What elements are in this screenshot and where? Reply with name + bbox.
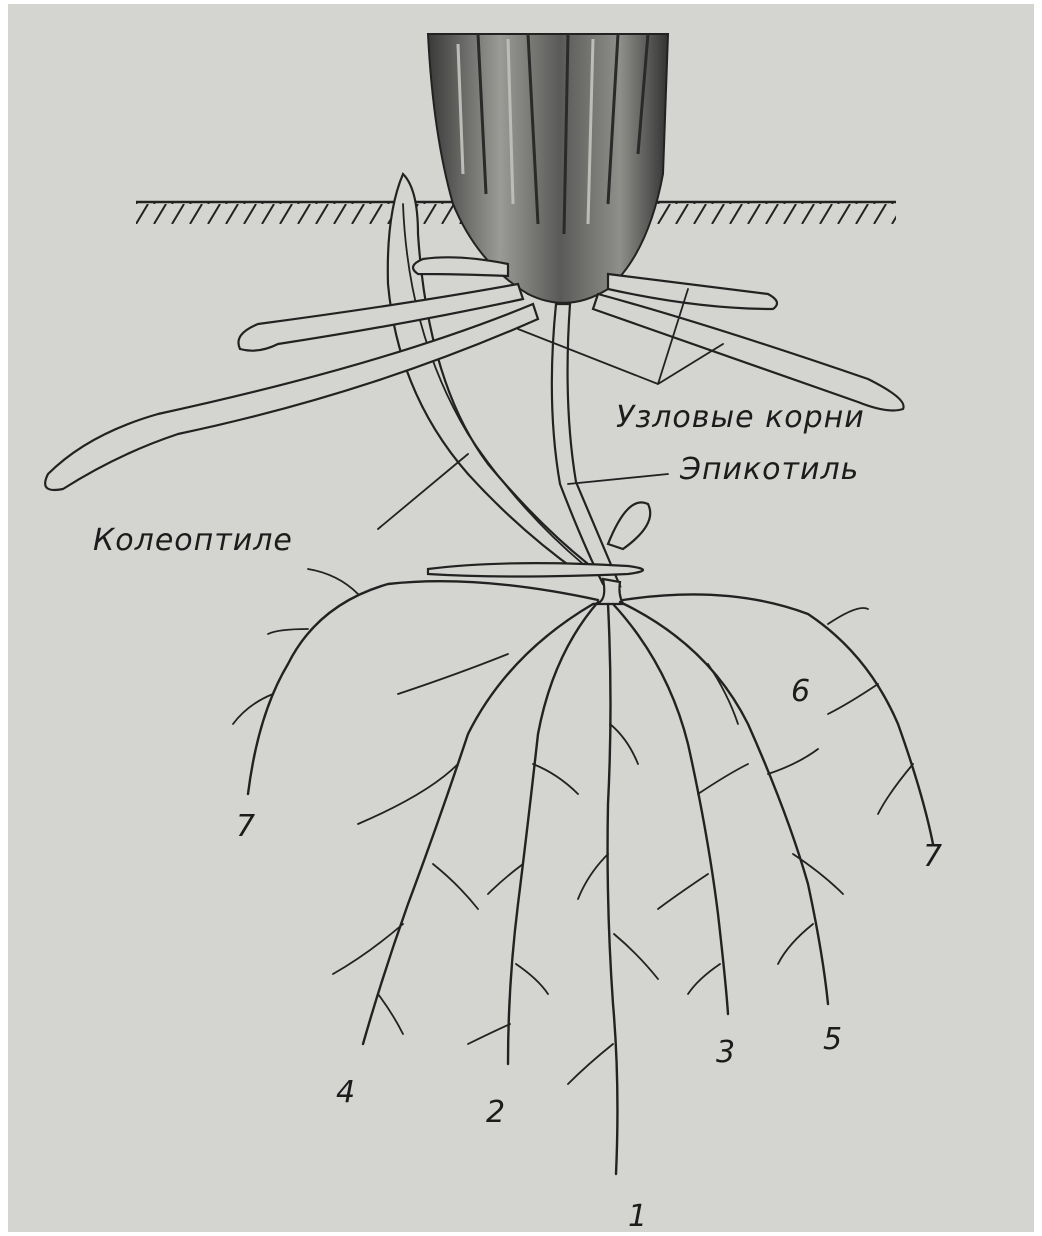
root-number-5: 5 (823, 1022, 842, 1057)
diagram-page: Узловые корни Эпикотиль Колеоптиле 1 2 3… (8, 4, 1034, 1232)
label-coleoptile: Колеоптиле (93, 523, 293, 558)
root-number-6: 6 (791, 674, 810, 709)
label-nodal-roots: Узловые корни (616, 400, 865, 435)
root-number-2: 2 (486, 1095, 505, 1130)
root-number-1: 1 (628, 1199, 647, 1232)
root-system-diagram: Узловые корни Эпикотиль Колеоптиле 1 2 3… (8, 4, 1034, 1232)
root-number-7-right: 7 (923, 839, 942, 874)
root-number-4: 4 (336, 1075, 355, 1110)
root-number-7-left: 7 (236, 809, 255, 844)
label-epicotyl: Эпикотиль (679, 452, 859, 487)
root-number-3: 3 (716, 1035, 735, 1070)
